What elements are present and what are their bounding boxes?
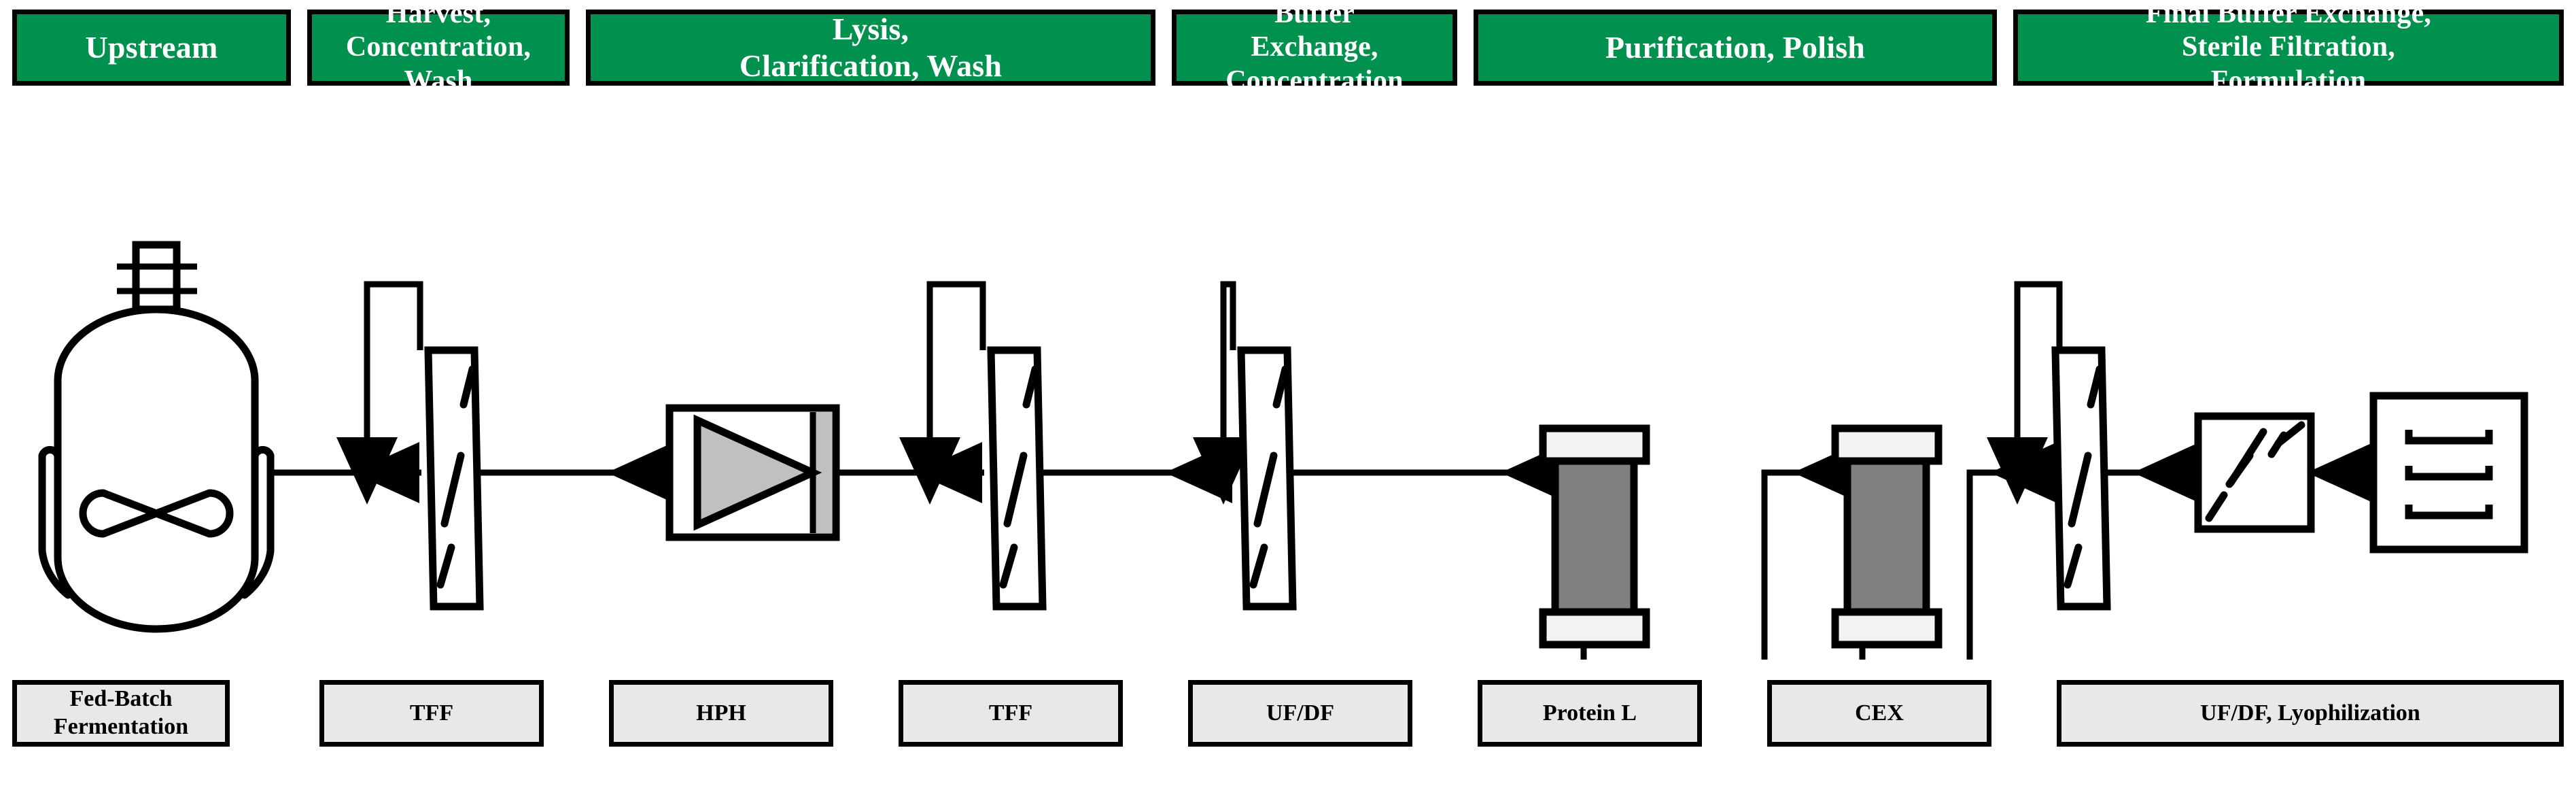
stage-header-buffer-exchange: Buffer Exchange, Concentration — [1172, 0, 1457, 97]
unit-label-protein-l: Protein L — [1478, 680, 1702, 747]
stage-header-lysis: Lysis, Clarification, Wash — [586, 10, 1155, 86]
tff-module-1-icon — [336, 281, 484, 611]
stage-header-harvest: Harvest, Concentration, Wash — [307, 0, 570, 97]
unit-label-uf-df-lyophilization: UF/DF, Lyophilization — [2057, 680, 2564, 747]
flow-schematic — [38, 241, 2528, 660]
tff-module-2-icon — [899, 281, 1047, 611]
homogenizer-icon — [665, 404, 840, 541]
unit-label-tff-2: TFF — [899, 680, 1123, 747]
unit-label-tff-1: TFF — [319, 680, 544, 747]
stage-header-purification: Purification, Polish — [1474, 10, 1997, 86]
ufdf-module-icon — [1193, 281, 1297, 611]
final-ufdf-module-icon — [1987, 281, 2111, 611]
cex-column-icon — [1831, 424, 1943, 660]
sterile-filter-icon — [2194, 412, 2315, 533]
unit-label-fed-batch-fermentation: Fed-Batch Fermentation — [12, 680, 230, 747]
unit-label-uf-df: UF/DF — [1188, 680, 1412, 747]
unit-label-cex: CEX — [1767, 680, 1991, 747]
lyophilizer-icon — [2369, 392, 2528, 554]
stage-header-upstream: Upstream — [12, 10, 291, 86]
unit-label-hph: HPH — [609, 680, 833, 747]
stage-header-final-formulation: Final Buffer Exchange, Sterile Filtratio… — [2013, 0, 2564, 97]
protein-l-column-icon — [1539, 424, 1650, 660]
bioreactor-icon — [38, 241, 275, 633]
